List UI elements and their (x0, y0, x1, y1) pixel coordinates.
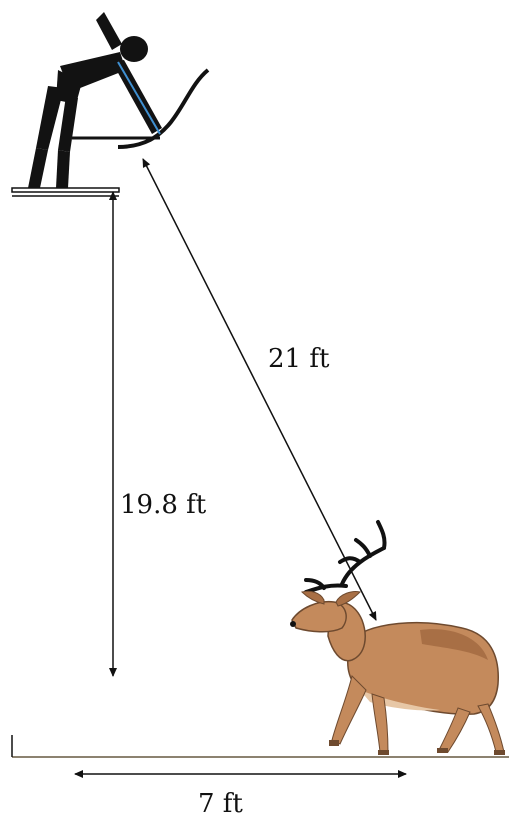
deer-stag-icon (290, 520, 505, 755)
tree-stand-platform (11, 187, 120, 197)
ground-line (11, 735, 509, 758)
hypotenuse-label: 21 ft (268, 344, 330, 374)
height-label: 19.8 ft (120, 490, 207, 520)
base-label: 7 ft (198, 789, 243, 818)
hypotenuse-arrow (142, 158, 377, 621)
archer-silhouette-icon (28, 12, 210, 188)
